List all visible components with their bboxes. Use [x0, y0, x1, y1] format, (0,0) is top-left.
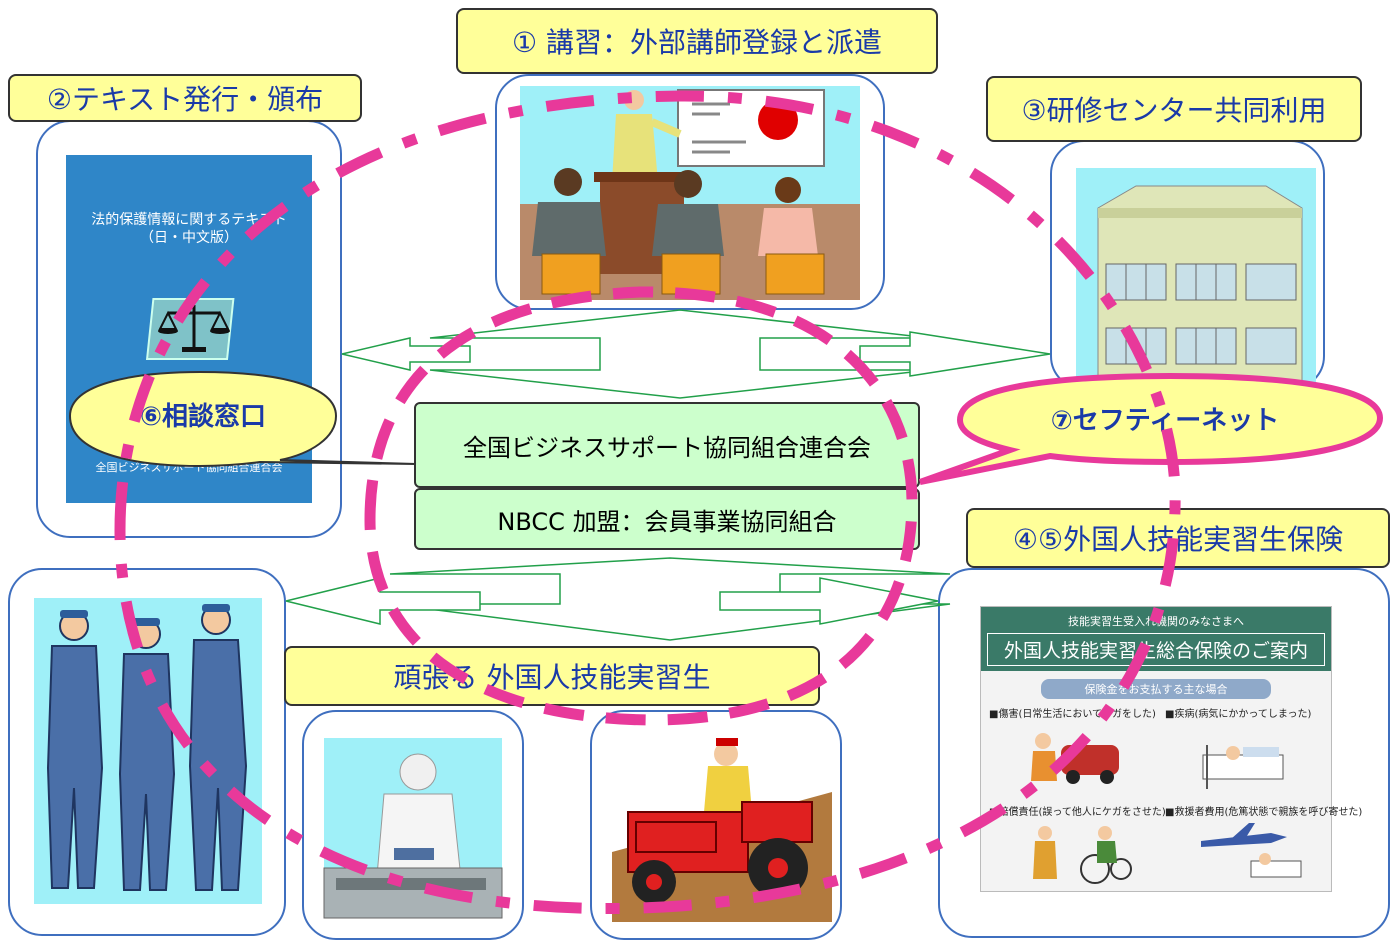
label-trainees: 頑張る 外国人技能実習生	[284, 646, 820, 706]
member-box: NBCC 加盟：会員事業協同組合	[414, 488, 920, 550]
arrow-to-workers	[285, 577, 481, 625]
label-text-publish: ②テキスト発行・頒布	[8, 74, 362, 122]
safety-net-label: ⑦セフティーネット	[1050, 406, 1280, 436]
hospital-bed-icon	[1202, 745, 1284, 789]
insurance-item-illness: ■疾病(病気にかかってしまった)	[1165, 709, 1312, 720]
insurance-item-rescue: ■救援者費用(危篤状態で親族を呼び寄せた)	[1165, 807, 1363, 818]
label-insurance: ④⑤外国人技能実習生保険	[966, 508, 1390, 568]
label-lecture: ① 講習：外部講師登録と派遣	[456, 8, 938, 74]
federation-box: 全国ビジネスサポート協同組合連合会	[414, 402, 920, 488]
arrow-to-text	[341, 337, 471, 371]
arrow-lecture-center	[429, 309, 931, 399]
airplane-icon	[1201, 823, 1302, 878]
label-training-center: ③研修センター共同利用	[986, 76, 1362, 142]
consultation-label: ⑥相談窓口	[139, 402, 266, 432]
